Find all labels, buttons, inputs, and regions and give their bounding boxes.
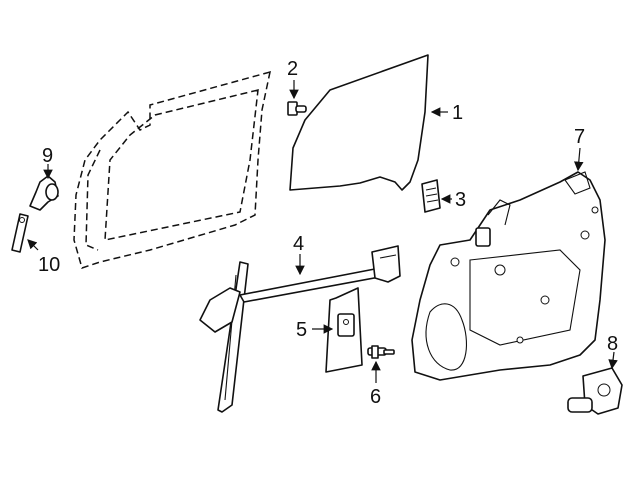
- window-motor: [567, 367, 623, 415]
- push-pin: [367, 345, 395, 359]
- callout-3: 3: [455, 189, 466, 211]
- door-outline-dashed: [73, 70, 271, 269]
- window-channel: [199, 245, 401, 413]
- link-bracket: [11, 213, 29, 253]
- elbow-hose: [29, 175, 59, 211]
- door-module-panel: [411, 171, 606, 381]
- callout-10: 10: [38, 254, 60, 276]
- callout-8: 8: [607, 333, 618, 355]
- callout-7: 7: [574, 126, 585, 148]
- door-glass: [289, 54, 429, 191]
- callout-6: 6: [370, 386, 381, 408]
- trim-panel: [325, 287, 363, 373]
- callout-1: 1: [452, 102, 463, 124]
- callout-5: 5: [296, 319, 307, 341]
- callout-4: 4: [293, 233, 304, 255]
- callout-9: 9: [42, 145, 53, 167]
- callout-2: 2: [287, 58, 298, 80]
- bolt: [287, 101, 307, 116]
- glass-bracket: [421, 179, 441, 213]
- leader-lines: [27, 80, 618, 383]
